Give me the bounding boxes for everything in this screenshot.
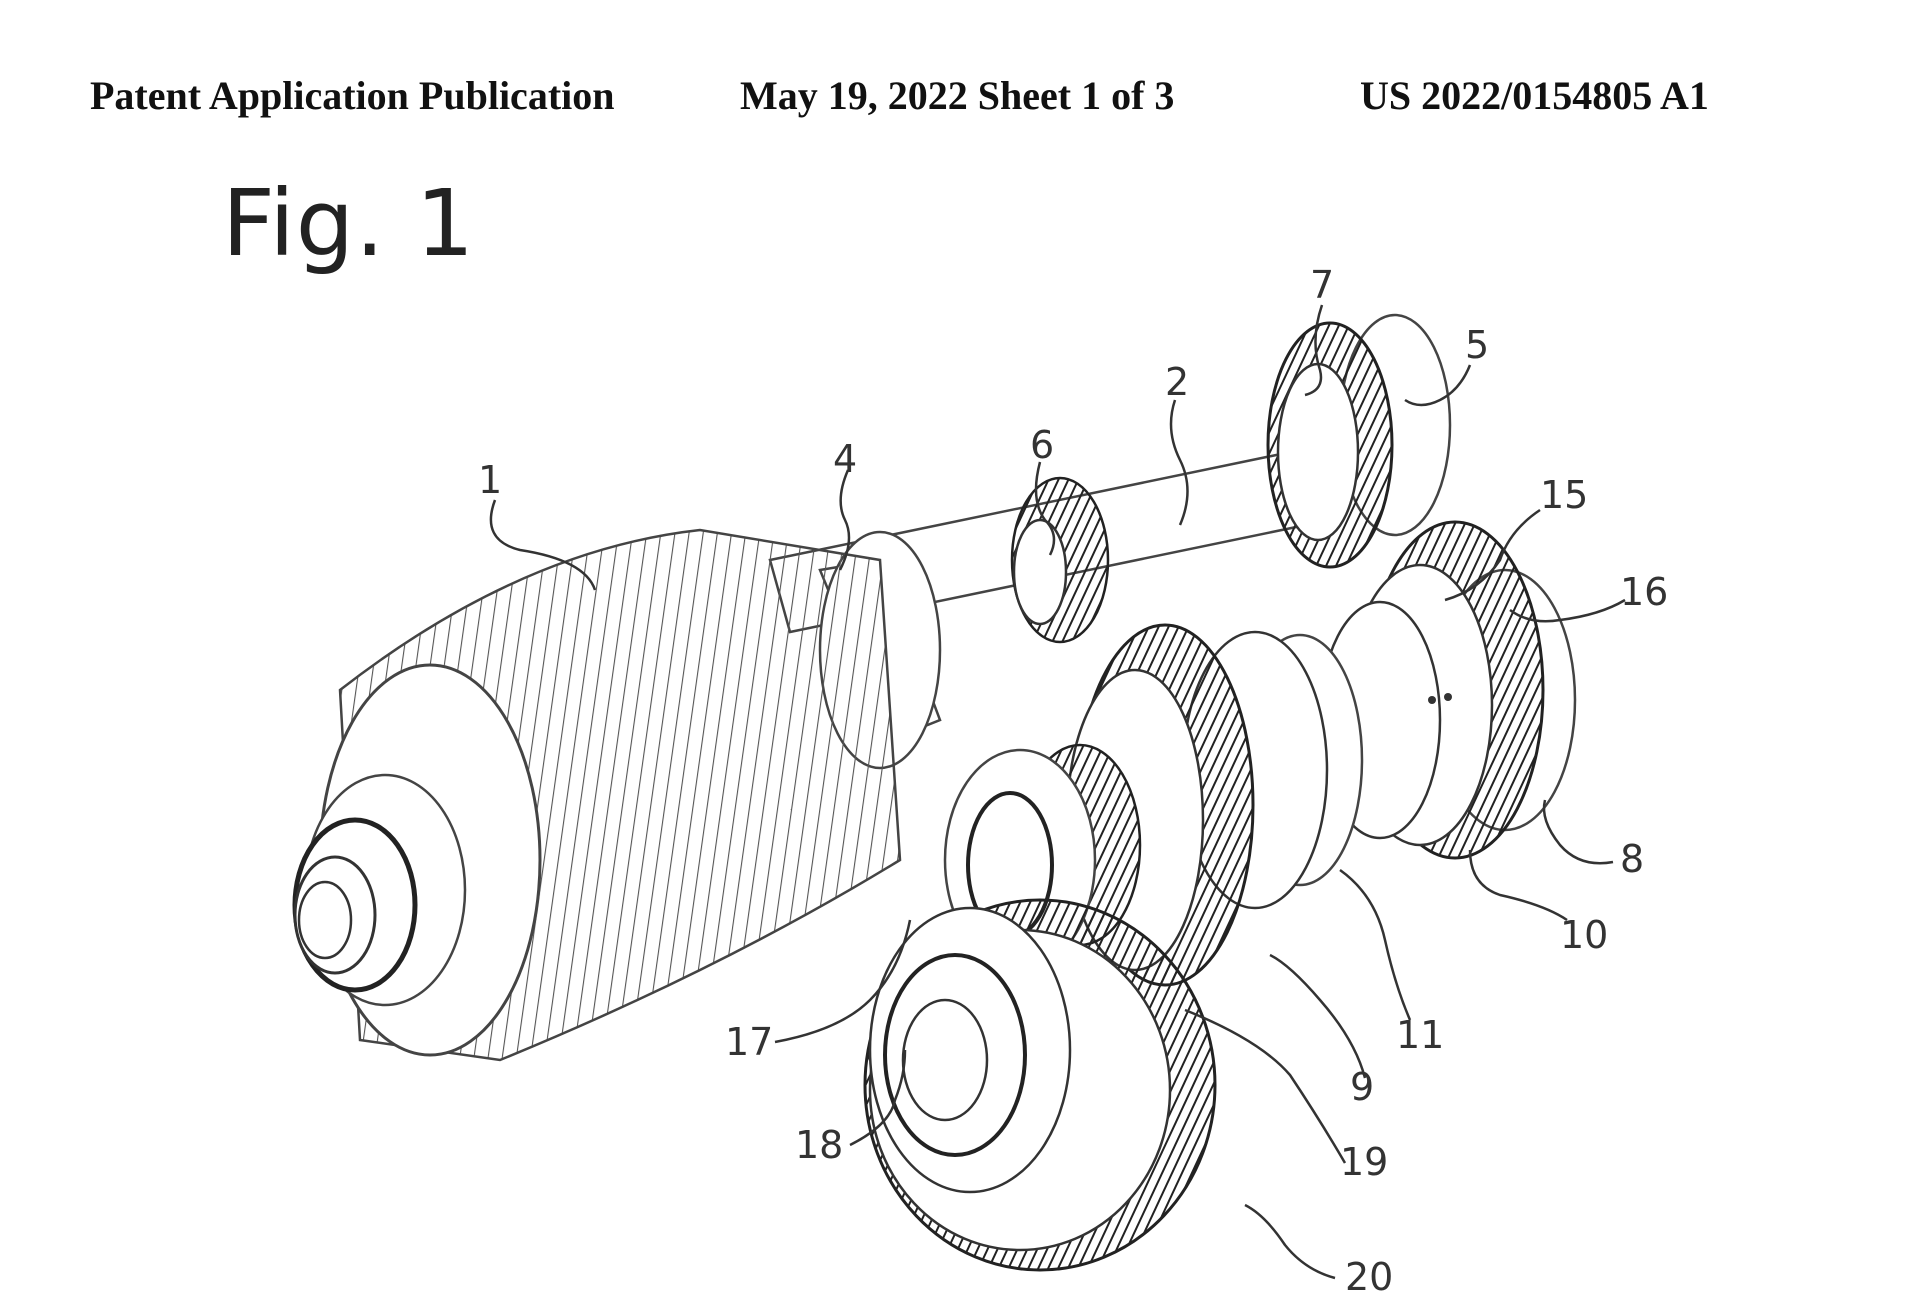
figure-title: Fig. 1 — [222, 170, 476, 277]
publication-type: Patent Application Publication — [90, 73, 615, 118]
gear-8-assembly — [1318, 520, 1577, 860]
gear-6 — [1010, 476, 1110, 644]
reference-numerals: 1 2 4 5 6 7 8 9 10 11 15 16 17 18 19 20 — [478, 263, 1668, 1299]
ref-19: 19 — [1340, 1140, 1388, 1184]
ref-7: 7 — [1310, 263, 1334, 307]
ref-4: 4 — [833, 437, 857, 481]
output-gear-20 — [863, 898, 1217, 1272]
leader-lines — [489, 304, 1626, 1280]
page-header: Patent Application Publication May 19, 2… — [90, 72, 1790, 122]
publication-number: US 2022/0154805 A1 — [1360, 73, 1709, 118]
ref-5: 5 — [1465, 323, 1489, 367]
ref-15: 15 — [1540, 473, 1588, 517]
gear-7 — [1266, 313, 1452, 569]
ref-20: 20 — [1345, 1255, 1393, 1299]
ref-18: 18 — [795, 1123, 843, 1167]
ref-17: 17 — [725, 1020, 773, 1064]
ref-1: 1 — [478, 458, 502, 502]
ref-16: 16 — [1620, 570, 1668, 614]
date-and-sheet: May 19, 2022 Sheet 1 of 3 — [740, 73, 1175, 118]
ref-8: 8 — [1620, 837, 1644, 881]
ref-2: 2 — [1165, 360, 1189, 404]
ref-10: 10 — [1560, 913, 1608, 957]
ref-11: 11 — [1396, 1013, 1444, 1057]
motor-1 — [292, 528, 902, 1062]
ref-6: 6 — [1030, 423, 1054, 467]
ref-9: 9 — [1350, 1065, 1374, 1109]
